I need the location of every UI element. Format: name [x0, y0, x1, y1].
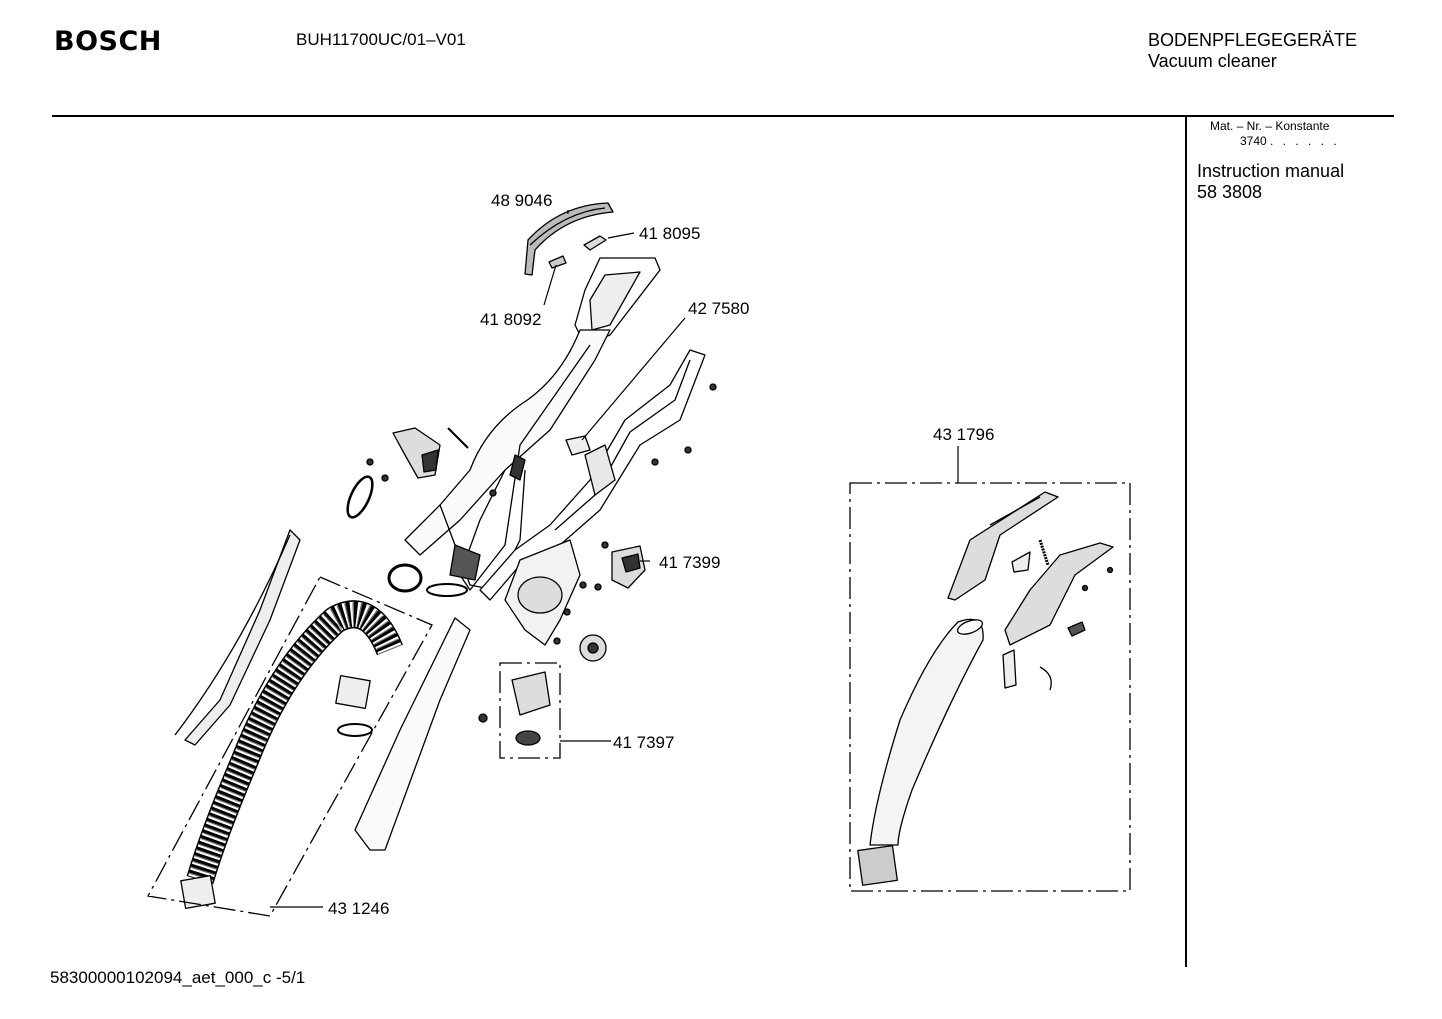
- latch-part: [511, 671, 551, 716]
- handle-grip-part: [524, 202, 614, 276]
- model-number: BUH11700UC/01–V01: [296, 30, 466, 49]
- switch-spring-part: [548, 255, 567, 269]
- gasket-ring: [346, 475, 374, 519]
- sidebar-divider: [1185, 117, 1187, 967]
- part-label-431246: 43 1246: [328, 899, 390, 918]
- part-label-427580: 42 7580: [688, 299, 750, 318]
- exploded-parts-diagram: [146, 202, 1131, 917]
- category-english: Vacuum cleaner: [1148, 51, 1277, 71]
- main-handle-frame: [404, 257, 661, 591]
- part-label-418095: 41 8095: [639, 224, 701, 243]
- instruction-manual-label: Instruction manual: [1197, 161, 1345, 181]
- hose-kit-boundary: [146, 576, 433, 917]
- rear-housing-part: [479, 349, 706, 646]
- gasket-ring: [387, 563, 423, 593]
- extension-tube-part: [857, 618, 984, 886]
- part-label-431796: 43 1796: [933, 425, 995, 444]
- part-label-417399: 41 7399: [659, 553, 721, 572]
- part-label-417397: 41 7397: [613, 733, 675, 752]
- instruction-manual-number: 58 3808: [1197, 182, 1263, 202]
- screws: [366, 383, 717, 645]
- long-strip-part: [184, 529, 301, 746]
- switch-slider-part: [583, 235, 607, 251]
- category-german: BODENPFLEGEGERÄTE: [1148, 30, 1358, 50]
- mat-nr-label: Mat. – Nr. – Konstante: [1210, 119, 1330, 133]
- latch-kit-boundary: [499, 662, 561, 759]
- part-label-418092: 41 8092: [480, 310, 542, 329]
- part-label-489046: 48 9046: [491, 191, 553, 210]
- hose-handle-assembly: [947, 491, 1114, 691]
- mat-nr-dots: . . . . . .: [1270, 134, 1340, 148]
- leader-lines: [270, 210, 959, 908]
- handle-kit-boundary: [849, 482, 1131, 892]
- bosch-logo: BOSCH: [54, 26, 162, 57]
- header-divider: [52, 115, 1394, 117]
- switch-block-part: [565, 435, 591, 456]
- document-code: 58300000102094_aet_000_c -5/1: [50, 968, 306, 987]
- mat-nr-value: 3740: [1240, 134, 1267, 148]
- long-strip-part: [354, 617, 471, 851]
- flex-hose-part: [180, 600, 403, 910]
- gasket-ring: [426, 583, 468, 597]
- spring-part: [515, 730, 541, 746]
